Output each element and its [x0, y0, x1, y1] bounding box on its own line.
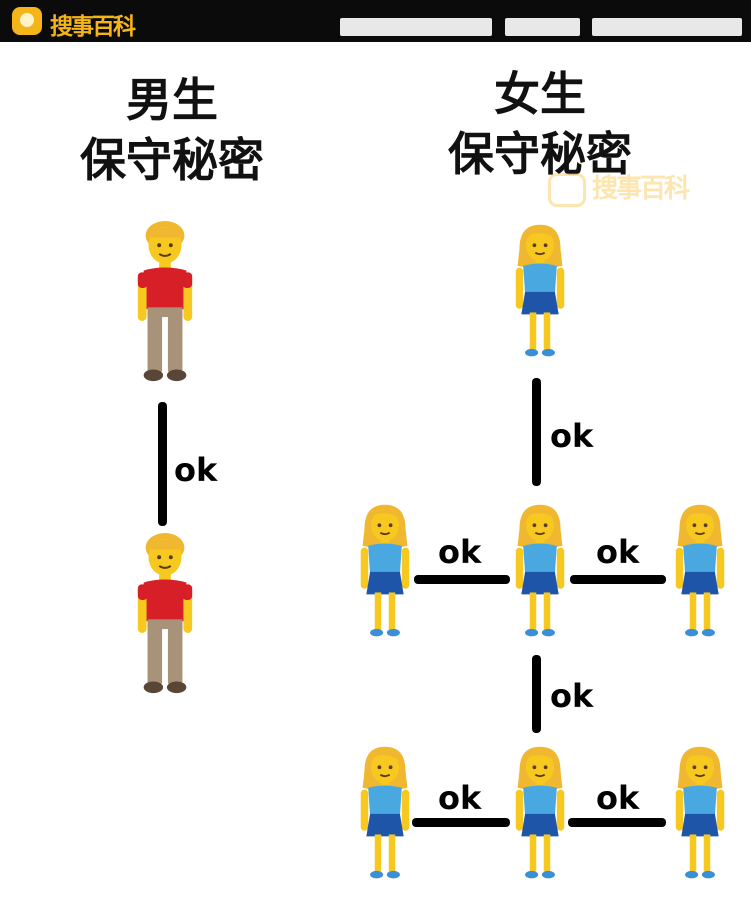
right-title: 女生 保守秘密 — [420, 64, 660, 184]
left-title-line1: 男生 — [126, 73, 218, 127]
man-standing-icon — [135, 532, 195, 697]
woman-standing-icon — [672, 742, 728, 884]
woman-standing-icon — [512, 220, 568, 362]
left-title: 男生 保守秘密 — [52, 70, 292, 190]
woman-standing-icon — [357, 742, 413, 884]
blurred-header-text — [340, 18, 492, 36]
right-title-line2: 保守秘密 — [448, 127, 632, 181]
top-bar: 搜事百科 — [0, 0, 751, 42]
woman-standing-icon — [512, 500, 568, 642]
ok-label: ok — [596, 779, 640, 817]
watermark-logo-icon — [548, 172, 586, 207]
watermark: 搜事百科 — [548, 168, 690, 207]
connector-line — [532, 655, 541, 733]
ok-label: ok — [438, 533, 482, 571]
woman-standing-icon — [672, 500, 728, 642]
ok-label: ok — [550, 417, 594, 455]
woman-standing-icon — [357, 500, 413, 642]
woman-standing-icon — [512, 742, 568, 884]
connector-line — [412, 818, 510, 827]
man-standing-icon — [135, 220, 195, 385]
connector-line — [568, 818, 666, 827]
ok-label: ok — [174, 451, 218, 489]
connector-line — [158, 402, 167, 526]
ok-label: ok — [550, 677, 594, 715]
watermark-text: 搜事百科 — [592, 174, 690, 204]
logo-icon — [12, 7, 42, 35]
connector-line — [532, 378, 541, 486]
logo-text: 搜事百科 — [50, 14, 136, 40]
connector-line — [570, 575, 666, 584]
ok-label: ok — [438, 779, 482, 817]
connector-line — [414, 575, 510, 584]
left-title-line2: 保守秘密 — [80, 133, 264, 187]
ok-label: ok — [596, 533, 640, 571]
blurred-header-text — [592, 18, 742, 36]
right-title-line1: 女生 — [494, 67, 586, 121]
blurred-header-text — [505, 18, 580, 36]
